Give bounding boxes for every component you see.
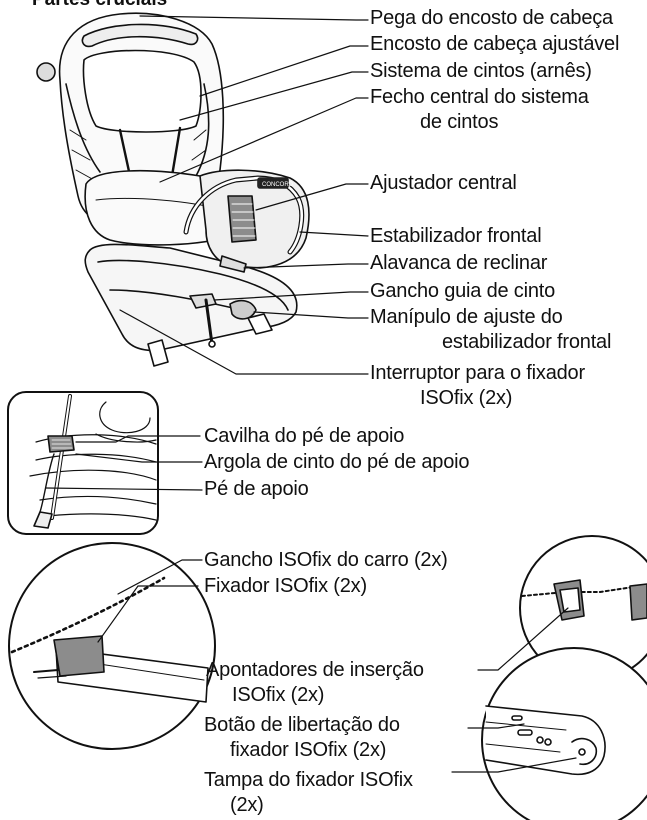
label-manipulo-line2: estabilizador frontal [442,331,612,353]
base-foot-left [147,339,169,367]
belt-guide-hook [189,293,217,309]
headrest-handle [81,23,199,48]
isofix-hook-detail [8,542,216,750]
label-apontadores-line1: Apontadores de inserção [206,659,424,681]
label-interruptor-line1: Interruptor para o fixador [370,362,585,384]
label-pega-encosto: Pega do encosto de cabeça [370,7,613,29]
label-botao-libertacao: Botão de libertação do fixador ISOfix (2… [204,713,400,763]
label-manipulo: Manípulo de ajuste do estabilizador fron… [370,305,611,355]
section-title: Partes cruciais [32,0,167,11]
connector-cover-detail [481,647,647,820]
support-leg [204,298,214,346]
brand-tag-text: CONCORD [262,182,294,188]
label-sistema-cintos: Sistema de cintos (arnês) [370,60,592,82]
label-ajustador-central: Ajustador central [370,172,517,194]
label-cavilha: Cavilha do pé de apoio [204,425,405,447]
label-encosto-ajustavel: Encosto de cabeça ajustável [370,33,620,55]
support-foot-frame [7,391,159,535]
connector-cover [571,737,598,766]
base-foot-right [247,313,273,335]
label-tampa-line2: (2x) [230,794,264,816]
label-pe-apoio: Pé de apoio [204,478,309,500]
recline-lever [219,255,247,273]
label-interruptor-line2: ISOfix (2x) [420,387,513,409]
label-fecho-central-line2: de cintos [420,111,499,133]
side-knob [36,62,56,82]
label-gancho-isofix: Gancho ISOfix do carro (2x) [204,549,448,571]
label-apontadores-line2: ISOfix (2x) [232,684,325,706]
label-estabilizador-frontal: Estabilizador frontal [370,225,542,247]
label-manipulo-line1: Manípulo de ajuste do [370,306,563,328]
label-alavanca-reclinar: Alavanca de reclinar [370,252,548,274]
release-button [511,715,523,721]
insertion-guide-right [629,583,647,621]
label-fecho-central: Fecho central do sistema de cintos [370,85,589,135]
label-tampa: Tampa do fixador ISOfix (2x) [204,768,413,818]
label-argola: Argola de cinto do pé de apoio [204,451,470,473]
label-interruptor: Interruptor para o fixador ISOfix (2x) [370,361,585,411]
label-botao-line1: Botão de libertação do [204,714,400,736]
label-fixador-isofix: Fixador ISOfix (2x) [204,575,367,597]
label-gancho-guia: Gancho guia de cinto [370,280,556,302]
label-botao-line2: fixador ISOfix (2x) [230,739,387,761]
support-foot-detail [7,391,159,535]
brand-tag [257,177,289,189]
label-fecho-central-line1: Fecho central do sistema [370,86,589,108]
central-adjuster [227,195,257,243]
headrest-panel [82,49,202,133]
insertion-guides-detail [519,535,647,681]
stabilizer-adjust-knob [229,299,257,320]
leader-lines [45,15,577,773]
isofix-latch [53,635,105,677]
label-apontadores: Apontadores de inserção ISOfix (2x) [206,658,424,708]
label-tampa-line1: Tampa do fixador ISOfix [204,769,413,791]
isofix-hook-circle [8,542,216,750]
